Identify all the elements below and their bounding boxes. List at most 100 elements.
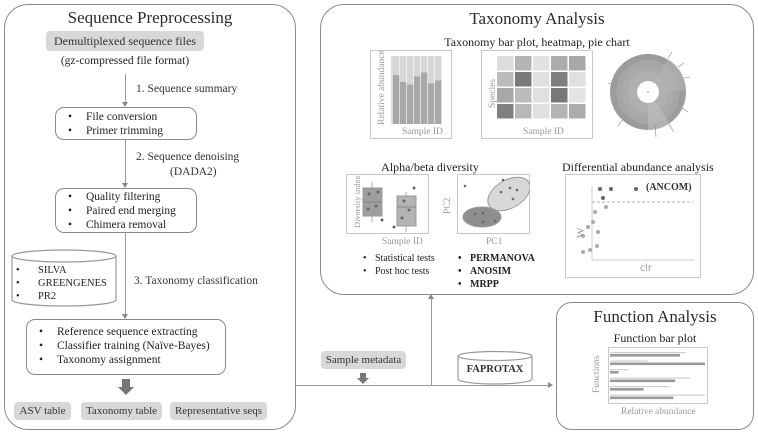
metadata-down-arrow-icon	[357, 373, 369, 384]
taxonomy-section-2-title: Alpha/beta diversity	[381, 160, 479, 174]
function-bar-light	[610, 386, 670, 388]
step-2-item: Paired end merging	[56, 204, 196, 218]
barplot-bar-upper	[407, 56, 414, 85]
function-ylabel: Functions	[592, 355, 602, 393]
arrow-to-function	[548, 382, 553, 388]
beta-test-item: MRPP	[456, 278, 535, 291]
function-bar-dark	[610, 379, 676, 383]
heatmap-cell	[551, 56, 568, 71]
beta-test-item: ANOSIM	[456, 265, 535, 278]
arrow-3	[122, 314, 128, 319]
alpha-diversity-boxes	[362, 182, 417, 232]
step-3-item: Classifier training (Naïve-Bayes)	[27, 339, 225, 353]
database-list: SILVA GREENGENES PR2	[14, 264, 107, 303]
barplot-xlabel: Sample ID	[402, 127, 443, 137]
input-files-note: (gz-compressed file format)	[60, 55, 190, 67]
database-item: GREENGENES	[14, 277, 107, 290]
heatmap-cell	[515, 56, 532, 71]
heatmap-cell	[515, 72, 532, 87]
function-bar-dark	[610, 388, 644, 391]
arrow-2	[122, 183, 128, 188]
heatmap-cell	[569, 72, 586, 87]
ancom-xlabel: clr	[640, 263, 652, 274]
taxonomy-section-3-title: Differential abundance analysis	[562, 160, 714, 174]
step-3-item: Taxonomy assignment	[27, 353, 225, 367]
function-analysis-title: Function Analysis	[593, 307, 717, 326]
database-item: SILVA	[14, 264, 107, 277]
output-representative-seqs: Representative seqs	[170, 402, 267, 420]
barplot-bar-upper	[393, 56, 400, 76]
function-bar-dark	[610, 396, 674, 400]
barplot-bar-lower	[407, 84, 414, 124]
alpha-test-item: Post hoc tests	[361, 265, 435, 278]
step-1-label: 1. Sequence summary	[136, 83, 238, 95]
function-bar-dark	[610, 371, 619, 374]
heatmap-cell	[497, 88, 514, 103]
heatmap-ylabel: Species	[488, 78, 498, 108]
barplot-bar-lower	[400, 81, 407, 124]
function-bar-light	[610, 394, 706, 396]
step-2-label: 2. Sequence denoising	[136, 151, 240, 163]
alpha-tests-list: Statistical tests Post hoc tests	[361, 252, 435, 278]
step-1-box: File conversion Primer trimming	[55, 107, 197, 140]
connector-1	[125, 74, 126, 104]
database-item: PR2	[14, 290, 107, 303]
flow-line-vertical	[431, 299, 432, 385]
faprotax-label: FAPROTAX	[466, 364, 524, 375]
heatmap-cell	[497, 104, 514, 119]
step-2-item: Quality filtering	[56, 190, 196, 204]
step-2-box: Quality filtering Paired end merging Chi…	[55, 188, 197, 233]
beta-ylabel: PC2	[443, 197, 453, 214]
heatmap-cell	[533, 104, 550, 119]
flow-line-horizontal	[296, 385, 548, 386]
barplot-bar-upper	[435, 56, 442, 81]
step-3-box: Reference sequence extracting Classifier…	[26, 319, 226, 375]
taxonomy-pie-chart	[608, 51, 691, 138]
heatmap-cell	[569, 56, 586, 71]
barplot-bar-upper	[414, 56, 421, 77]
barplot-ylabel: Relative abundance	[377, 50, 387, 125]
down-arrow-icon	[118, 379, 134, 395]
heatmap-cell	[569, 104, 586, 119]
heatmap-cell	[551, 104, 568, 119]
connector-2	[125, 140, 126, 185]
function-bar-light	[610, 360, 648, 362]
step-1-item: Primer trimming	[56, 124, 196, 138]
alpha-test-item: Statistical tests	[361, 252, 435, 265]
heatmap-cell	[551, 72, 568, 87]
barplot-bar-lower	[414, 76, 421, 124]
heatmap-cell	[569, 88, 586, 103]
ancom-volcano-points	[581, 186, 695, 261]
faprotax-cylinder	[457, 350, 533, 385]
beta-diversity-points	[462, 176, 530, 228]
heatmap-xlabel: Sample ID	[523, 127, 564, 137]
alpha-xlabel: Sample ID	[382, 237, 423, 247]
heatmap-cell	[497, 56, 514, 71]
barplot-bar-upper	[421, 56, 428, 73]
heatmap-cell	[551, 88, 568, 103]
output-taxonomy-table: Taxonomy table	[81, 402, 162, 420]
arrow-1	[122, 102, 128, 107]
function-bar-light	[610, 377, 690, 379]
heatmap-cell	[515, 104, 532, 119]
barplot-bar-lower	[421, 72, 428, 124]
function-bar-dark	[610, 354, 681, 357]
ancom-ylabel: W	[575, 227, 587, 238]
sample-metadata-box: Sample metadata	[321, 351, 406, 369]
heatmap-cell	[533, 72, 550, 87]
taxonomy-analysis-title: Taxonomy Analysis	[469, 9, 605, 28]
barplot-bar-lower	[393, 75, 400, 124]
heatmap-cell	[515, 88, 532, 103]
function-section-title: Function bar plot	[613, 331, 697, 345]
beta-xlabel: PC1	[486, 237, 503, 247]
barplot-bar-lower	[435, 80, 442, 124]
function-bar-light	[610, 352, 686, 354]
taxonomy-section-1-title: Taxonomy bar plot, heatmap, pie chart	[444, 35, 630, 49]
function-bar-light	[610, 369, 629, 371]
step-1-item: File conversion	[56, 110, 196, 124]
heatmap-cell	[533, 56, 550, 71]
input-files-box: Demultiplexed sequence files	[46, 31, 204, 51]
beta-test-item: PERMANOVA	[456, 252, 535, 265]
step-3-label: 3. Taxonomy classification	[134, 275, 258, 287]
function-xlabel: Relative abundance	[621, 407, 696, 417]
